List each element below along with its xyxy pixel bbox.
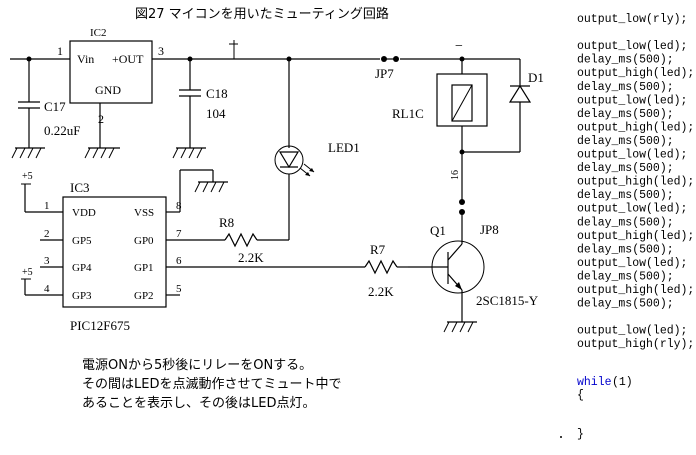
r7-value: 2.2K bbox=[368, 284, 394, 299]
r7-ref: R7 bbox=[370, 242, 386, 257]
code-line: delay_ms(500); bbox=[577, 216, 674, 229]
code-line: output_low(led); bbox=[577, 325, 687, 338]
jumper-jp8: JP8 bbox=[459, 199, 499, 240]
code-line: output_high(led); bbox=[577, 67, 694, 80]
ic3-pin6-name: GP1 bbox=[134, 262, 154, 274]
code-line: delay_ms(500); bbox=[577, 54, 674, 67]
resistor-r7: R7 2.2K bbox=[364, 242, 408, 299]
code-line: output_high(led); bbox=[577, 284, 694, 297]
supply-plus5-bottom: +5 bbox=[21, 267, 33, 295]
code-line: output_high(led); bbox=[577, 230, 694, 243]
code-close-brace: } bbox=[577, 428, 584, 441]
regulator-out-label: +OUT bbox=[112, 52, 144, 66]
code-line: delay_ms(500); bbox=[577, 298, 674, 311]
regulator-pin1: 1 bbox=[57, 44, 63, 58]
code-line: output_low(led); bbox=[577, 40, 687, 53]
jumper-jp7: JP7 bbox=[375, 56, 399, 81]
code-line: delay_ms(500); bbox=[577, 270, 674, 283]
code-loop-keyword: while bbox=[577, 376, 612, 389]
figure-title: 図27 マイコンを用いたミューティング回路 bbox=[135, 6, 389, 22]
relay-rl1c: RL1C 16 bbox=[392, 59, 488, 200]
code-line: output_high(led); bbox=[577, 176, 694, 189]
code-line: output_high(led); bbox=[577, 121, 694, 134]
ic3-pin3-num: 3 bbox=[44, 255, 50, 267]
ground-symbol-reg bbox=[84, 147, 120, 159]
led1-ref: LED1 bbox=[328, 140, 360, 155]
supply-1-label: +5 bbox=[22, 171, 33, 182]
c18-value: 104 bbox=[206, 106, 226, 121]
code-line: output_high(rly); bbox=[577, 338, 694, 351]
r8-value: 2.2K bbox=[238, 250, 264, 265]
description-block: 電源ONから5秒後にリレーをONする。 その間はLEDを点滅動作させてミュート中… bbox=[82, 358, 341, 411]
ic3-pin5-num: 5 bbox=[176, 283, 182, 295]
relay-ref: RL1C bbox=[392, 106, 424, 121]
c18-ref: C18 bbox=[206, 86, 228, 101]
resistor-r8: R8 2.2K bbox=[219, 215, 289, 265]
regulator-ref-partial: IC2 bbox=[90, 27, 107, 39]
led1: LED1 bbox=[274, 59, 360, 240]
transistor-q1: Q1 2SC1815-Y bbox=[408, 223, 539, 333]
supply-plus5-top: +5 bbox=[21, 171, 33, 212]
code-line: delay_ms(500); bbox=[577, 162, 674, 175]
code-loop-condition: (1) bbox=[612, 376, 633, 389]
ic3-pin4-name: GP3 bbox=[72, 290, 92, 302]
code-line: output_low(led); bbox=[577, 94, 687, 107]
ic3-pin5-name: GP2 bbox=[134, 290, 154, 302]
diode-d1: D1 bbox=[459, 59, 544, 155]
code-line: output_low(led); bbox=[577, 257, 687, 270]
regulator-gnd-label: GND bbox=[95, 83, 121, 97]
code-line: output_low(led); bbox=[577, 149, 687, 162]
ic3-pin1-name: VDD bbox=[72, 207, 96, 219]
code-open-brace: { bbox=[577, 389, 584, 402]
description-line-1: 電源ONから5秒後にリレーをONする。 bbox=[82, 358, 312, 373]
jp8-ref: JP8 bbox=[480, 222, 499, 237]
ic3-pin3-name: GP4 bbox=[72, 262, 92, 274]
ic3-pin6-num: 6 bbox=[176, 255, 182, 267]
code-line: delay_ms(500); bbox=[577, 189, 674, 202]
code-line: delay_ms(500); bbox=[577, 81, 674, 94]
d1-ref: D1 bbox=[528, 70, 544, 85]
q1-part: 2SC1815-Y bbox=[476, 293, 539, 308]
code-listing: output_low(rly);output_low(led);delay_ms… bbox=[577, 13, 694, 351]
ic3-pin8-name: VSS bbox=[134, 207, 154, 219]
capacitor-c17: C17 0.22uF bbox=[11, 59, 80, 159]
code-line: output_low(led); bbox=[577, 203, 687, 216]
minus-sign: − bbox=[455, 39, 463, 54]
description-line-2: その間はLEDを点滅動作させてミュート中で bbox=[82, 377, 341, 392]
regulator-vin-label: Vin bbox=[77, 52, 94, 66]
capacitor-c18: C18 104 bbox=[172, 59, 228, 159]
regulator-pin3: 3 bbox=[158, 44, 164, 58]
ic3-pin7-num: 7 bbox=[176, 228, 182, 240]
ic3-ref: IC3 bbox=[70, 180, 90, 195]
regulator-ic: IC2 Vin +OUT GND 1 3 2 bbox=[57, 27, 164, 126]
c17-ref: C17 bbox=[44, 99, 66, 114]
code-line: delay_ms(500); bbox=[577, 243, 674, 256]
ic3-part: PIC12F675 bbox=[70, 318, 130, 333]
supply-2-label: +5 bbox=[22, 267, 33, 278]
ic3-pin2-name: GP5 bbox=[72, 235, 92, 247]
c17-value: 0.22uF bbox=[44, 123, 80, 138]
ic3-pin8-num: 8 bbox=[176, 200, 182, 212]
ground-symbol-ic3 bbox=[194, 181, 228, 193]
relay-pin-label: 16 bbox=[450, 170, 461, 180]
code-line: delay_ms(500); bbox=[577, 135, 674, 148]
ic3-pic: IC3 PIC12F675 1 VDD 2 GP5 3 GP4 4 GP3 8 … bbox=[25, 180, 365, 333]
jp7-ref: JP7 bbox=[375, 66, 394, 81]
ic3-pin1-num: 1 bbox=[44, 200, 50, 212]
ic3-pin2-num: 2 bbox=[44, 228, 50, 240]
r8-ref: R8 bbox=[219, 215, 234, 230]
code-line: output_low(rly); bbox=[577, 13, 687, 26]
ic3-pin7-name: GP0 bbox=[134, 235, 154, 247]
regulator-pin2: 2 bbox=[98, 112, 104, 126]
code-line: delay_ms(500); bbox=[577, 108, 674, 121]
description-line-3: あることを表示し、その後はLED点灯。 bbox=[82, 396, 315, 411]
ic3-pin4-num: 4 bbox=[44, 283, 50, 295]
q1-ref: Q1 bbox=[430, 223, 446, 238]
